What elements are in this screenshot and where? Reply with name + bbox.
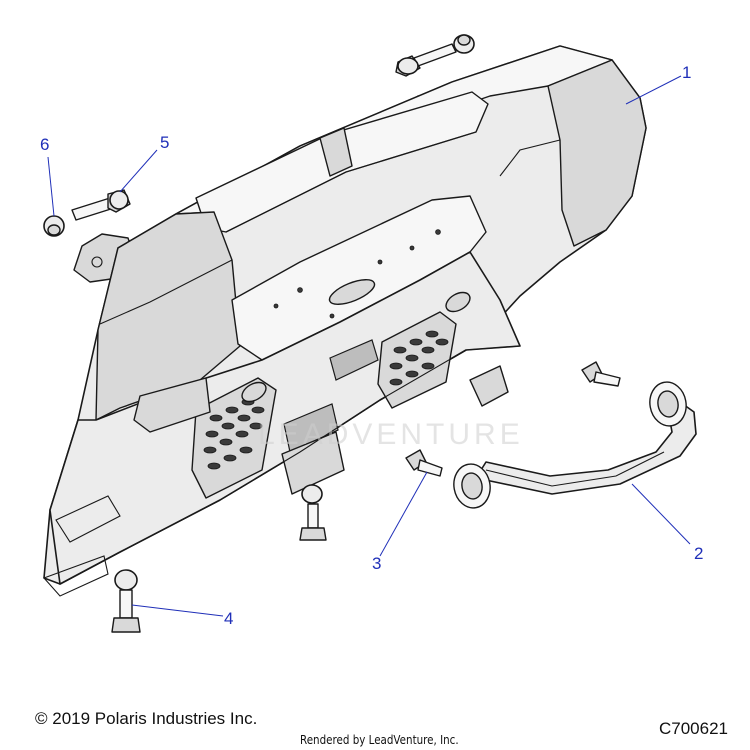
- front-bumper: [43, 45, 647, 597]
- nut-part-6: [43, 215, 65, 237]
- bolt-part-4-left: [111, 569, 141, 633]
- callout-3: 3: [372, 554, 381, 573]
- upper-nut: [453, 34, 475, 54]
- right-grille-slots: [389, 330, 449, 386]
- leader-4: [131, 604, 224, 617]
- leader-6: [47, 156, 55, 217]
- leader-3: [379, 471, 428, 557]
- left-grille-slots: [203, 398, 265, 470]
- tow-hoop-part-2: [453, 381, 697, 509]
- bolt-part-4-center: [299, 484, 327, 541]
- rendered-by-text: Rendered by LeadVenture, Inc.: [300, 733, 459, 747]
- callout-1: 1: [682, 63, 691, 82]
- bolt-part-3-upper: [581, 361, 621, 387]
- upper-bolt: [395, 43, 457, 77]
- watermark-text: LEADVENTURE: [258, 418, 524, 451]
- bolt-part-5: [71, 189, 131, 221]
- callout-6: 6: [40, 135, 49, 154]
- callout-2: 2: [694, 544, 703, 563]
- callout-4: 4: [224, 609, 233, 628]
- copyright-text: © 2019 Polaris Industries Inc.: [35, 709, 258, 728]
- leader-2: [631, 483, 691, 545]
- leader-5: [119, 149, 158, 193]
- leader-1: [625, 75, 682, 105]
- callout-5: 5: [160, 133, 169, 152]
- bolt-part-3-lower: [405, 449, 443, 477]
- figure-id: C700621: [659, 719, 729, 738]
